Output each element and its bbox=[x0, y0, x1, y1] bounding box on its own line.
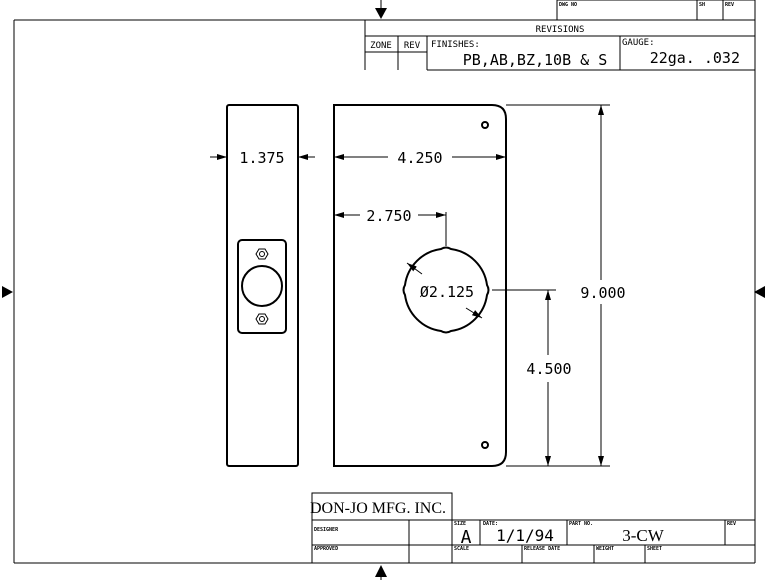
dwg-no-label: DWG NO bbox=[559, 2, 577, 8]
hole-diameter-dimension: Ø2.125 bbox=[420, 283, 474, 301]
part-no-label: PART NO. bbox=[569, 521, 593, 527]
mounting-hole bbox=[481, 441, 489, 449]
cylinder-hole bbox=[402, 246, 490, 334]
plate-width-dimension: 4.250 bbox=[397, 149, 442, 167]
revisions-block: REVISIONS ZONE REV FINISHES: PB,AB,BZ,10… bbox=[364, 20, 755, 71]
dimension-lines: 1.375 4.250 2.750 Ø2.125 9.000 4.500 bbox=[210, 104, 626, 467]
plate-view bbox=[333, 104, 507, 467]
part-no-value: 3-CW bbox=[622, 526, 665, 545]
title-rev-label: REV bbox=[727, 521, 736, 527]
dwg-number-block: DWG NO SH REV bbox=[556, 0, 756, 21]
latch-faceplate bbox=[237, 239, 287, 334]
sheet-label: SHEET bbox=[647, 546, 662, 552]
gauge-label: GAUGE: bbox=[622, 38, 655, 48]
title-block: DON-JO MFG. INC. DESIGNER APPROVED SIZE … bbox=[310, 492, 755, 563]
finishes-label: FINISHES: bbox=[431, 40, 480, 50]
revisions-title: REVISIONS bbox=[536, 25, 585, 35]
scale-label: SCALE bbox=[454, 546, 469, 552]
mounting-hole bbox=[481, 121, 489, 129]
date-label: DATE: bbox=[483, 521, 498, 527]
top-center-arrow-icon bbox=[375, 8, 387, 19]
release-date-label: RELEASE DATE bbox=[524, 546, 560, 552]
left-center-arrow-icon bbox=[2, 286, 13, 298]
date-value: 1/1/94 bbox=[496, 526, 554, 545]
rev-label: REV bbox=[725, 2, 734, 8]
finishes-value: PB,AB,BZ,10B & S bbox=[463, 51, 608, 69]
backset-dimension: 2.750 bbox=[366, 207, 411, 225]
height-dimension: 9.000 bbox=[580, 284, 625, 302]
edge-width-dimension: 1.375 bbox=[239, 149, 284, 167]
bottom-center-arrow-icon bbox=[375, 565, 387, 577]
company-name: DON-JO MFG. INC. bbox=[310, 500, 446, 517]
edge-view bbox=[226, 104, 299, 467]
weight-label: WEIGHT bbox=[596, 546, 614, 552]
gauge-value: 22ga. .032 bbox=[650, 49, 740, 67]
screw-hex-icon bbox=[255, 248, 269, 260]
right-center-arrow-icon bbox=[754, 286, 765, 298]
size-label: SIZE bbox=[454, 521, 466, 527]
screw-hex-icon bbox=[255, 313, 269, 325]
rev-column-label: REV bbox=[404, 41, 421, 51]
zone-label: ZONE bbox=[370, 41, 392, 51]
sh-label: SH bbox=[699, 2, 705, 8]
designer-label: DESIGNER bbox=[314, 527, 339, 533]
size-value: A bbox=[461, 527, 472, 548]
approved-label: APPROVED bbox=[314, 546, 338, 552]
border-frame bbox=[13, 0, 756, 564]
latch-bolt bbox=[241, 265, 283, 307]
hole-center-height-dimension: 4.500 bbox=[526, 360, 571, 378]
